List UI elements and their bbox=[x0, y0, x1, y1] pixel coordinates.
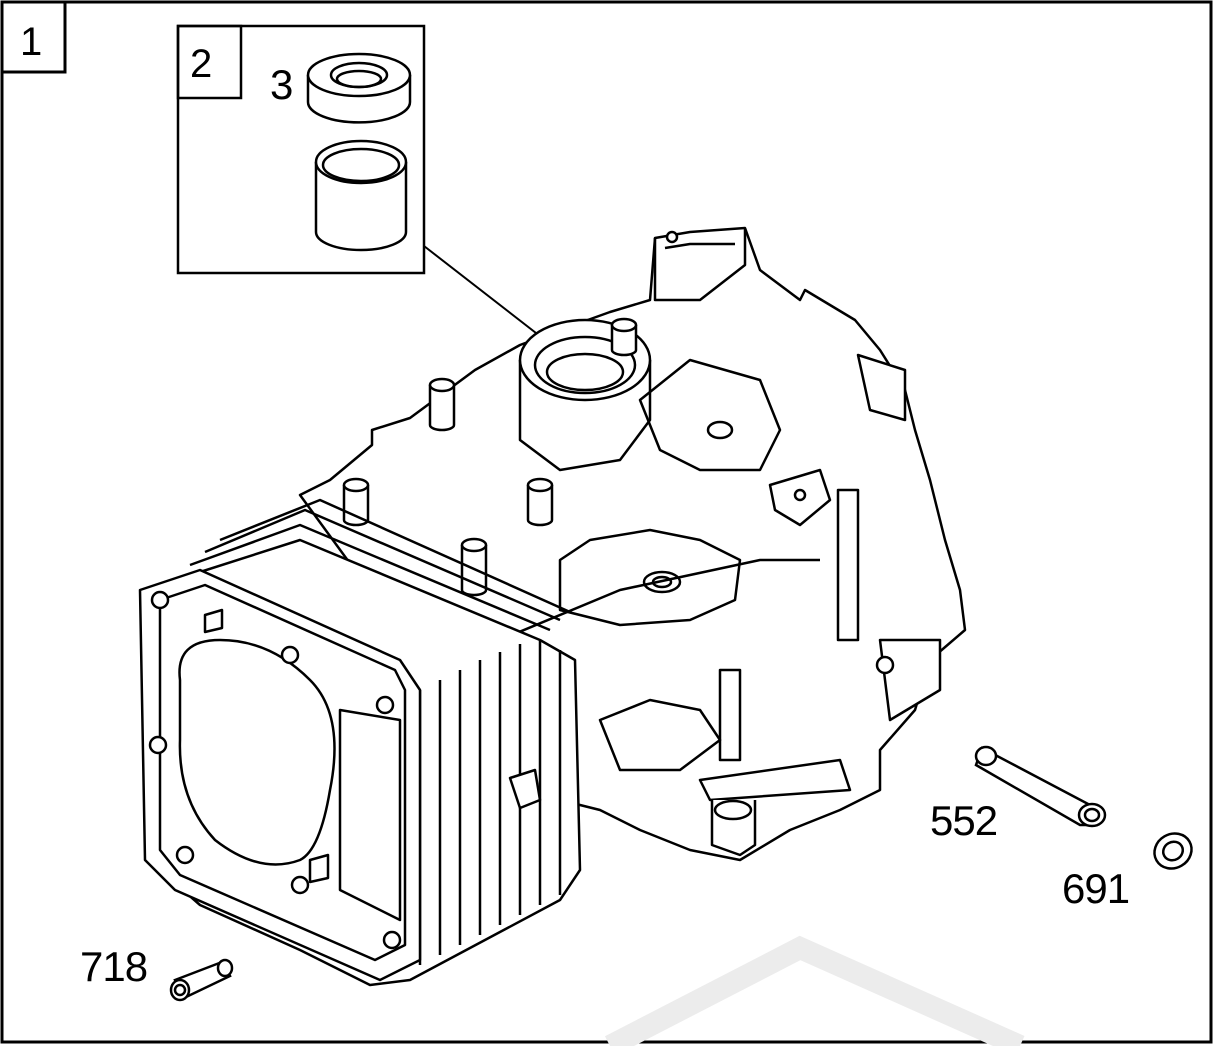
callout-label-691: 691 bbox=[1062, 865, 1130, 912]
leader-line bbox=[423, 245, 546, 341]
ring-part bbox=[306, 52, 412, 124]
callout-box-1 bbox=[0, 0, 67, 74]
kit-frame bbox=[176, 24, 426, 275]
sleeve-part bbox=[314, 139, 408, 252]
callout-box-2 bbox=[176, 24, 243, 100]
callout-label-718: 718 bbox=[80, 943, 148, 990]
dowel-pin-short bbox=[169, 958, 234, 1002]
dowel-pin-long bbox=[974, 745, 1107, 828]
callout-label-2: 2 bbox=[190, 42, 213, 86]
callout-label-1: 1 bbox=[20, 20, 43, 64]
watermark bbox=[604, 935, 1025, 1051]
callout-label-3: 3 bbox=[270, 61, 293, 108]
washer-part bbox=[1153, 832, 1193, 870]
callout-label-552: 552 bbox=[930, 797, 998, 844]
engine-block bbox=[138, 226, 967, 987]
